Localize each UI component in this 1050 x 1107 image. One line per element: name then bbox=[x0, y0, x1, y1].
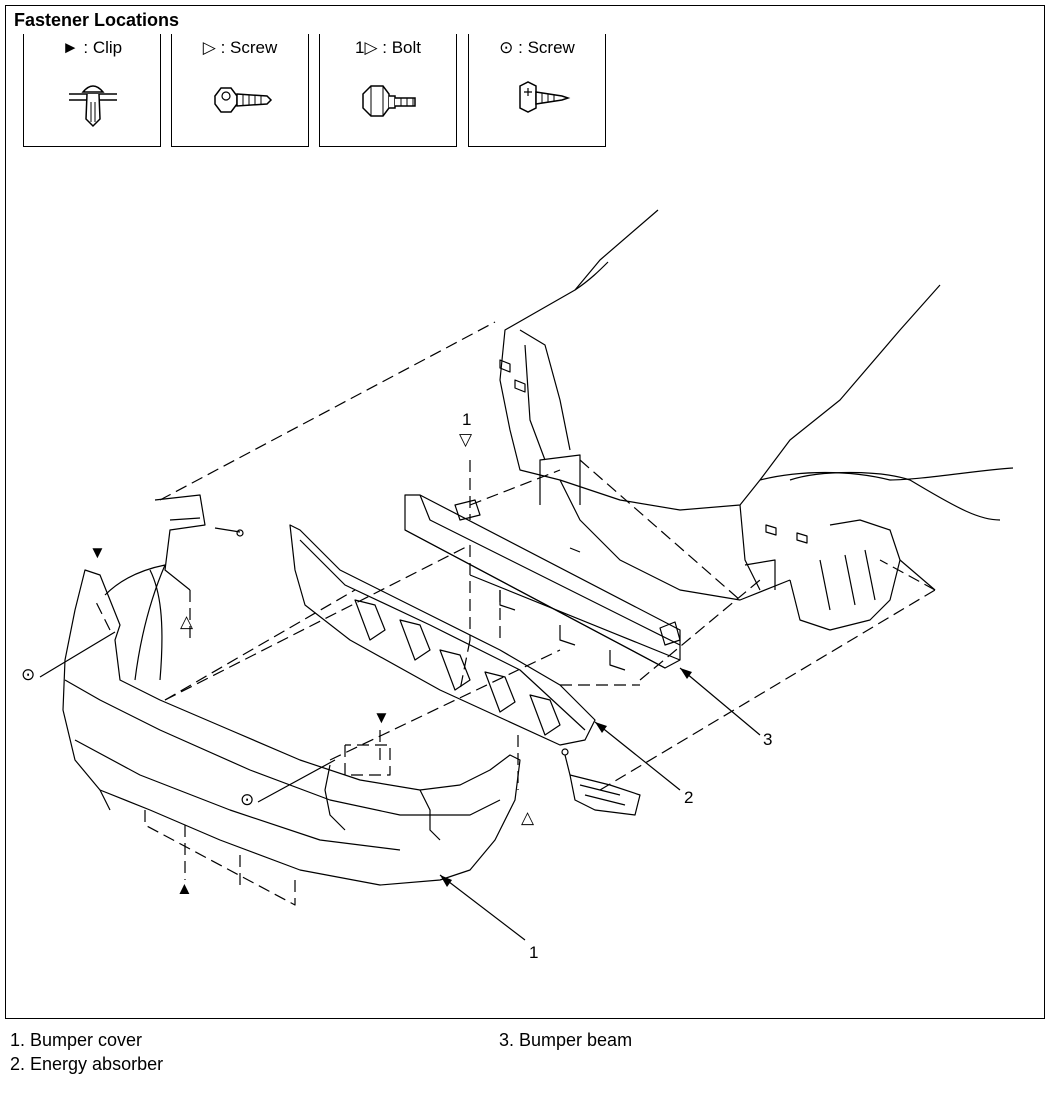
legend-bolt: 1▷ : Bolt bbox=[319, 34, 457, 147]
lower-bracket bbox=[561, 748, 641, 816]
leader-callout-3 bbox=[679, 667, 761, 736]
legend-clip-label: ► : Clip bbox=[24, 38, 160, 58]
energy-absorber bbox=[289, 524, 596, 746]
bumper-exploded-drawing bbox=[39, 209, 1014, 941]
legend-clip: ► : Clip bbox=[23, 34, 161, 147]
dot-screw-icon bbox=[519, 81, 571, 113]
clip-marker-center: ▼ bbox=[373, 708, 390, 727]
leader-dot-screw-left bbox=[39, 631, 116, 678]
leader-callout-2 bbox=[594, 721, 681, 791]
bumper-cover bbox=[62, 564, 521, 886]
car-body bbox=[499, 209, 1014, 631]
arrowhead-2 bbox=[595, 722, 607, 733]
open-screw-symbol: ▷ bbox=[202, 38, 216, 57]
clip-marker-bottom: ▲ bbox=[176, 879, 193, 898]
leader-dot-screw-center bbox=[257, 759, 336, 803]
callout-2: 2 bbox=[684, 788, 694, 807]
screw-text: : Screw bbox=[220, 38, 278, 57]
bolt-marker-number: 1 bbox=[462, 410, 472, 429]
bolt-text: : Bolt bbox=[382, 38, 421, 57]
parts-list-item-1: 1. Bumper cover bbox=[10, 1030, 143, 1050]
screw-marker-left: △ bbox=[180, 612, 194, 631]
legend-dot-screw-label: ⊙ : Screw bbox=[469, 38, 605, 58]
screw-icon bbox=[214, 87, 273, 113]
diagram-title: Fastener Locations bbox=[14, 10, 180, 30]
clip-icon bbox=[69, 85, 117, 128]
alignment-lines bbox=[94, 321, 936, 906]
dot-screw-marker-left: ⊙ bbox=[21, 665, 36, 684]
parts-list-left: 1. Bumper cover 2. Energy absorber bbox=[10, 1028, 163, 1076]
parts-list-item-2: 2. Energy absorber bbox=[10, 1054, 164, 1074]
parts-list-right: 3. Bumper beam bbox=[499, 1028, 632, 1052]
side-bracket bbox=[154, 494, 244, 591]
diagram-frame bbox=[5, 5, 1045, 1019]
clip-text: : Clip bbox=[83, 38, 123, 57]
parts-list-item-3: 3. Bumper beam bbox=[499, 1030, 633, 1050]
legend-screw-label: ▷ : Screw bbox=[172, 38, 308, 58]
dot-screw-text: : Screw bbox=[518, 38, 575, 57]
legend-dot-screw: ⊙ : Screw bbox=[468, 34, 606, 147]
screw-marker-right: △ bbox=[521, 808, 535, 827]
bolt-icon bbox=[362, 85, 416, 117]
callout-1: 1 bbox=[529, 943, 539, 962]
leader-callout-1 bbox=[439, 874, 526, 941]
bolt-symbol: 1▷ bbox=[354, 38, 378, 57]
arrowhead-3 bbox=[680, 668, 692, 679]
legend-bolt-label: 1▷ : Bolt bbox=[320, 38, 456, 58]
clip-marker-left: ▼ bbox=[89, 543, 106, 562]
bolt-marker-symbol: ▽ bbox=[459, 430, 473, 449]
bumper-beam bbox=[404, 494, 681, 671]
dot-screw-marker-center: ⊙ bbox=[240, 790, 255, 809]
callout-3: 3 bbox=[763, 730, 773, 749]
dot-screw-symbol: ⊙ bbox=[499, 38, 514, 57]
legend-screw: ▷ : Screw bbox=[171, 34, 309, 147]
arrowhead-1 bbox=[440, 875, 452, 887]
clip-symbol: ► bbox=[61, 38, 79, 57]
